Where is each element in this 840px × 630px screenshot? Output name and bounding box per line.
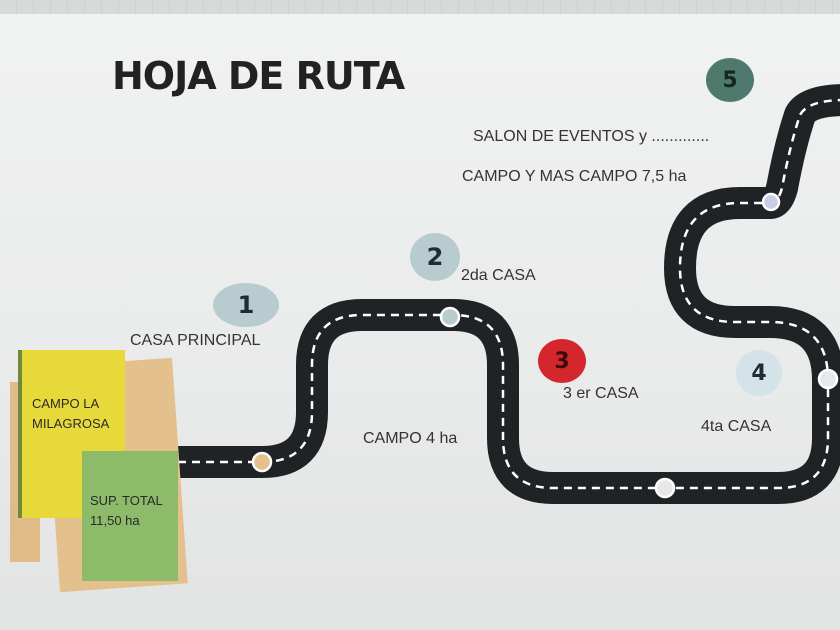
- stop-2-number: 2: [426, 243, 444, 271]
- stop-1-badge: 1: [213, 283, 279, 327]
- road-path: [178, 84, 840, 504]
- stop-4-number: 4: [751, 360, 767, 386]
- green-card-line1: SUP. TOTAL: [90, 493, 163, 508]
- waypoint-1: [251, 451, 273, 473]
- road-center-line: [178, 98, 840, 490]
- waypoint-3: [654, 477, 676, 499]
- stop-3-number: 3: [554, 348, 570, 374]
- stop-4-badge: 4: [736, 350, 782, 396]
- green-card-line2: 11,50 ha: [90, 513, 140, 528]
- waypoint-4: [817, 368, 839, 390]
- stop-2-badge: 2: [410, 233, 460, 281]
- stop-3-label: 3 er CASA: [563, 385, 639, 402]
- stop-5-label-line1: SALON DE EVENTOS y .............: [473, 128, 710, 145]
- yellow-card-line1: CAMPO LA: [32, 396, 100, 411]
- waypoint-5: [761, 192, 781, 212]
- stop-5-badge: 5: [706, 58, 754, 102]
- green-card: SUP. TOTAL 11,50 ha: [82, 451, 178, 581]
- stop-1-number: 1: [237, 291, 255, 319]
- roadmap-slide: HOJA DE RUTA 5 SALON DE EVENTOS y ......…: [0, 14, 840, 630]
- top-strip: [0, 0, 840, 14]
- stop-5-number: 5: [722, 67, 738, 93]
- stop-3-badge: 3: [538, 339, 586, 383]
- field-label: CAMPO 4 ha: [363, 430, 458, 447]
- page-title: HOJA DE RUTA: [112, 54, 405, 98]
- stop-5-label-line2: CAMPO Y MAS CAMPO 7,5 ha: [462, 168, 687, 185]
- stop-1-label: CASA PRINCIPAL: [130, 332, 261, 349]
- waypoint-2: [439, 306, 461, 328]
- stop-4-label: 4ta CASA: [701, 418, 772, 435]
- stop-2-label: 2da CASA: [461, 267, 536, 284]
- yellow-card-line2: MILAGROSA: [32, 416, 110, 431]
